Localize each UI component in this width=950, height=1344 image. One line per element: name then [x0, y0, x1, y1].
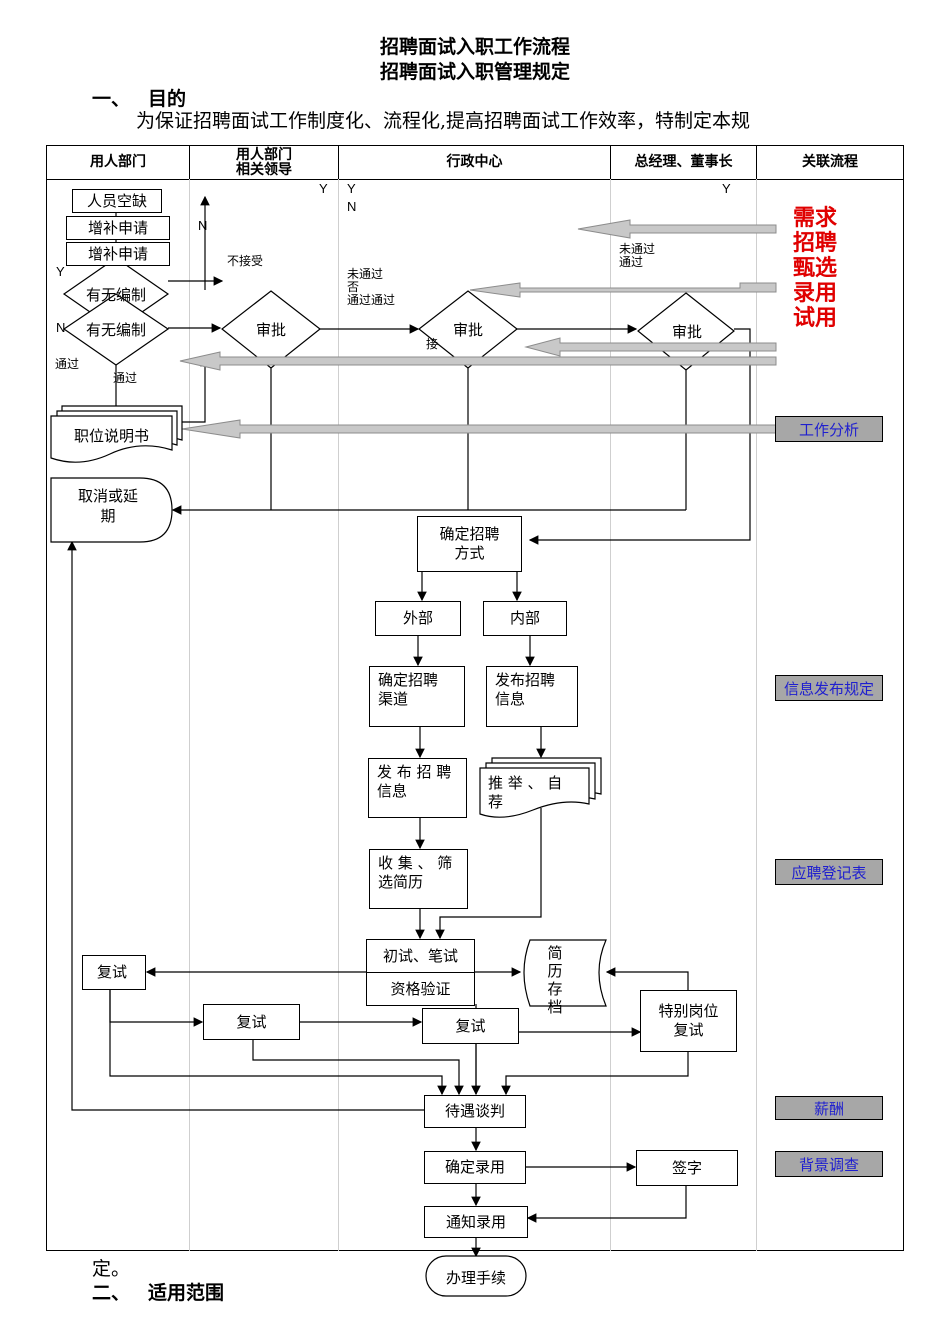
label-n-3: N	[56, 320, 66, 335]
col-header-admin: 行政中心	[446, 154, 503, 170]
label-accept: 接	[426, 337, 439, 351]
label-pass-2: 通过	[113, 371, 138, 385]
node-cancel: 取消或延 期	[77, 487, 138, 525]
node-publish-internal: 发布招聘 信息	[486, 666, 578, 727]
related-job-analysis[interactable]: 工作分析	[775, 416, 883, 442]
node-retest-leader: 复试	[203, 1004, 300, 1040]
doc-title-1: 招聘面试入职工作流程	[379, 36, 570, 58]
node-initial-test: 初试、笔试	[366, 939, 475, 973]
node-quota-2: 有无编制	[85, 321, 146, 339]
col-sep-4	[756, 145, 757, 179]
purpose-end: 定。	[92, 1258, 131, 1280]
node-sign: 签字	[636, 1150, 738, 1186]
node-channel: 确定招聘 渠道	[369, 666, 465, 727]
lane-line-2	[338, 179, 339, 1251]
label-y-2: Y	[347, 181, 356, 196]
node-recommend: 推 举 、 自 荐	[488, 774, 563, 811]
node-job-description: 职位说明书	[73, 427, 149, 445]
stage-probation: 试用	[793, 306, 838, 331]
header-divider	[46, 179, 904, 180]
col-sep-2	[338, 145, 339, 179]
node-procedure: 办理手续	[445, 1269, 506, 1287]
related-salary[interactable]: 薪酬	[775, 1096, 883, 1120]
label-pass-1: 通过	[55, 357, 80, 371]
purpose-text: 为保证招聘面试工作制度化、流程化,提高招聘面试工作效率，特制定本规	[136, 110, 751, 132]
stage-recruit: 招聘	[793, 231, 838, 256]
node-request-1: 增补申请	[66, 216, 170, 240]
node-qualify: 资格验证	[366, 972, 475, 1006]
label-y-4: Y	[56, 264, 65, 279]
label-notpass-admin: 未通过 否 通过通过	[347, 267, 396, 307]
node-notify: 通知录用	[424, 1206, 528, 1238]
col-header-leader: 用人部门 相关领导	[236, 146, 292, 178]
node-method: 确定招聘 方式	[417, 516, 522, 572]
section-2-number: 二、	[92, 1282, 131, 1304]
node-external: 外部	[375, 601, 461, 636]
lane-line-1	[189, 179, 190, 1251]
label-notpass-gm: 未通过 通过	[619, 242, 656, 269]
node-approve-admin: 审批	[452, 321, 483, 339]
label-n-1: N	[347, 199, 357, 214]
section-1-number: 一、	[92, 88, 131, 110]
node-special-retest: 特别岗位 复试	[640, 990, 737, 1052]
approve-diamond-gm	[637, 292, 735, 371]
node-vacancy: 人员空缺	[72, 189, 162, 213]
node-approve-leader: 审批	[255, 321, 286, 339]
node-archive: 简 历 存 档	[547, 944, 563, 1016]
approve-diamond-leader	[221, 290, 321, 369]
section-1-title: 目的	[148, 88, 187, 110]
section-2-title: 适用范围	[148, 1282, 225, 1304]
node-quota-1: 有无编制	[85, 286, 146, 304]
stage-select: 甄选	[793, 256, 838, 281]
node-negotiate: 待遇谈判	[424, 1095, 526, 1128]
related-background[interactable]: 背景调查	[775, 1151, 883, 1177]
related-registration[interactable]: 应聘登记表	[775, 859, 883, 885]
stage-demand: 需求	[793, 206, 838, 231]
col-header-gm: 总经理、董事长	[634, 154, 733, 170]
node-retest-admin: 复试	[422, 1008, 519, 1044]
col-header-dept: 用人部门	[90, 154, 146, 170]
node-publish-external: 发 布 招 聘 信息	[368, 758, 467, 818]
node-internal: 内部	[483, 601, 567, 636]
lane-line-4	[756, 179, 757, 1251]
label-reject: 不接受	[227, 254, 264, 268]
col-sep-3	[610, 145, 611, 179]
node-approve-gm: 审批	[671, 323, 702, 341]
quota-diamond-2	[62, 293, 170, 366]
related-info-publish[interactable]: 信息发布规定	[775, 675, 883, 701]
node-request-2: 增补申请	[66, 242, 170, 266]
stage-hire: 录用	[793, 281, 838, 306]
label-y-3: Y	[722, 181, 731, 196]
label-y-1: Y	[319, 181, 328, 196]
node-hire: 确定录用	[424, 1151, 526, 1184]
col-sep-1	[189, 145, 190, 179]
col-header-related: 关联流程	[802, 154, 858, 170]
lane-line-3	[610, 179, 611, 1251]
node-retest-dept: 复试	[82, 955, 146, 990]
node-collect: 收 集 、 筛 选简历	[369, 849, 468, 909]
doc-title-2: 招聘面试入职管理规定	[379, 61, 570, 83]
label-n-2: N	[198, 218, 208, 233]
approve-diamond-admin	[418, 290, 518, 369]
